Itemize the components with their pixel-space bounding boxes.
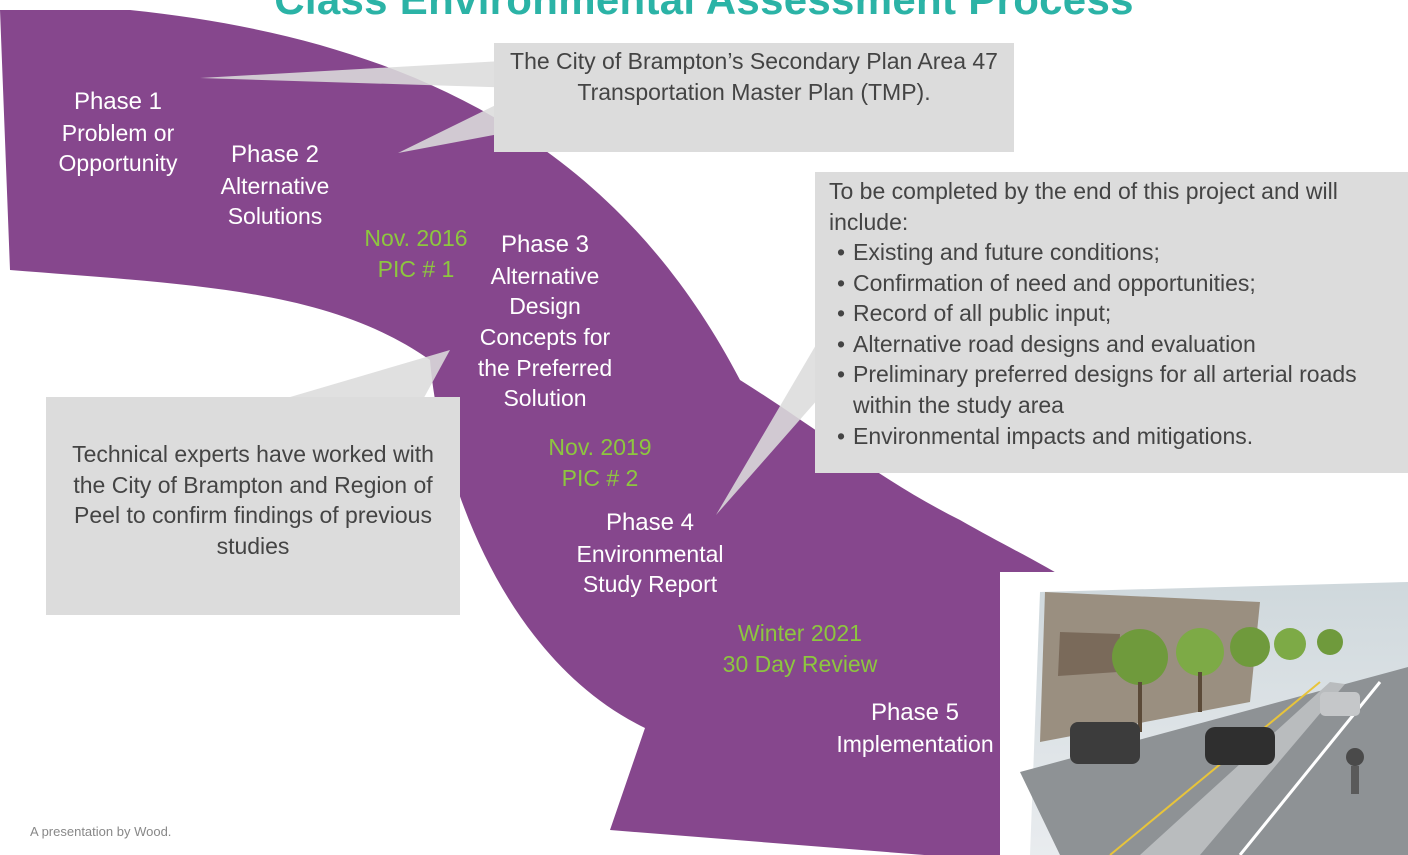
footer-credit: A presentation by Wood. <box>30 824 172 839</box>
esr-contents-intro: To be completed by the end of this proje… <box>829 178 1338 235</box>
list-item: Environmental impacts and mitigations. <box>829 421 1398 452</box>
phase-3-label: Phase 3 <box>500 231 590 258</box>
milestone-event: 30 Day Review <box>722 650 878 677</box>
phase-4-desc: Environmental Study Report <box>576 540 724 598</box>
milestone-event: PIC # 2 <box>561 464 639 491</box>
esr-contents-list: Existing and future conditions; Confirma… <box>829 237 1398 451</box>
street-photo <box>1000 572 1408 855</box>
technical-experts-text: Technical experts have worked with the C… <box>72 441 434 559</box>
page-title: Class Environmental Assessment Process <box>0 0 1408 24</box>
callout-left-pointer <box>280 350 450 405</box>
phase-4: Phase 4 Environmental Study Report <box>560 507 740 600</box>
milestone-review: Winter 2021 30 Day Review <box>700 618 900 679</box>
phase-5: Phase 5 Implementation <box>830 697 1000 759</box>
milestone-pic-1: Nov. 2016 PIC # 1 <box>350 223 482 284</box>
phase-4-label: Phase 4 <box>605 509 695 536</box>
phase-5-label: Phase 5 <box>870 699 960 726</box>
callout-top-pointer-2 <box>398 98 520 153</box>
phase-3: Phase 3 Alternative Design Concepts for … <box>470 229 620 414</box>
list-item: Alternative road designs and evaluation <box>829 329 1398 360</box>
phase-2-desc: Alternative Solutions <box>220 172 330 230</box>
milestone-date: Nov. 2019 <box>548 434 652 460</box>
phase-1: Phase 1 Problem or Opportunity <box>38 86 198 179</box>
callout-top-pointer-1 <box>200 60 520 88</box>
list-item: Confirmation of need and opportunities; <box>829 268 1398 299</box>
phase-1-label: Phase 1 <box>73 88 163 115</box>
list-item: Existing and future conditions; <box>829 237 1398 268</box>
milestone-event: PIC # 1 <box>377 255 455 282</box>
tmp-callout: The City of Brampton’s Secondary Plan Ar… <box>494 43 1014 152</box>
tmp-callout-text: The City of Brampton’s Secondary Plan Ar… <box>510 48 998 105</box>
phase-2-label: Phase 2 <box>230 141 320 168</box>
milestone-pic-2: Nov. 2019 PIC # 2 <box>530 432 670 493</box>
phase-1-desc: Problem or Opportunity <box>58 119 178 177</box>
esr-contents-callout: To be completed by the end of this proje… <box>815 172 1408 473</box>
milestone-date: Winter 2021 <box>737 620 862 646</box>
phase-5-desc: Implementation <box>836 730 994 757</box>
list-item: Preliminary preferred designs for all ar… <box>829 359 1398 420</box>
phase-3-desc: Alternative Design Concepts for the Pref… <box>477 262 613 412</box>
technical-experts-callout: Technical experts have worked with the C… <box>46 397 460 615</box>
process-arrow <box>0 10 1120 855</box>
phase-2: Phase 2 Alternative Solutions <box>200 139 350 232</box>
milestone-date: Nov. 2016 <box>364 225 468 251</box>
list-item: Record of all public input; <box>829 298 1398 329</box>
